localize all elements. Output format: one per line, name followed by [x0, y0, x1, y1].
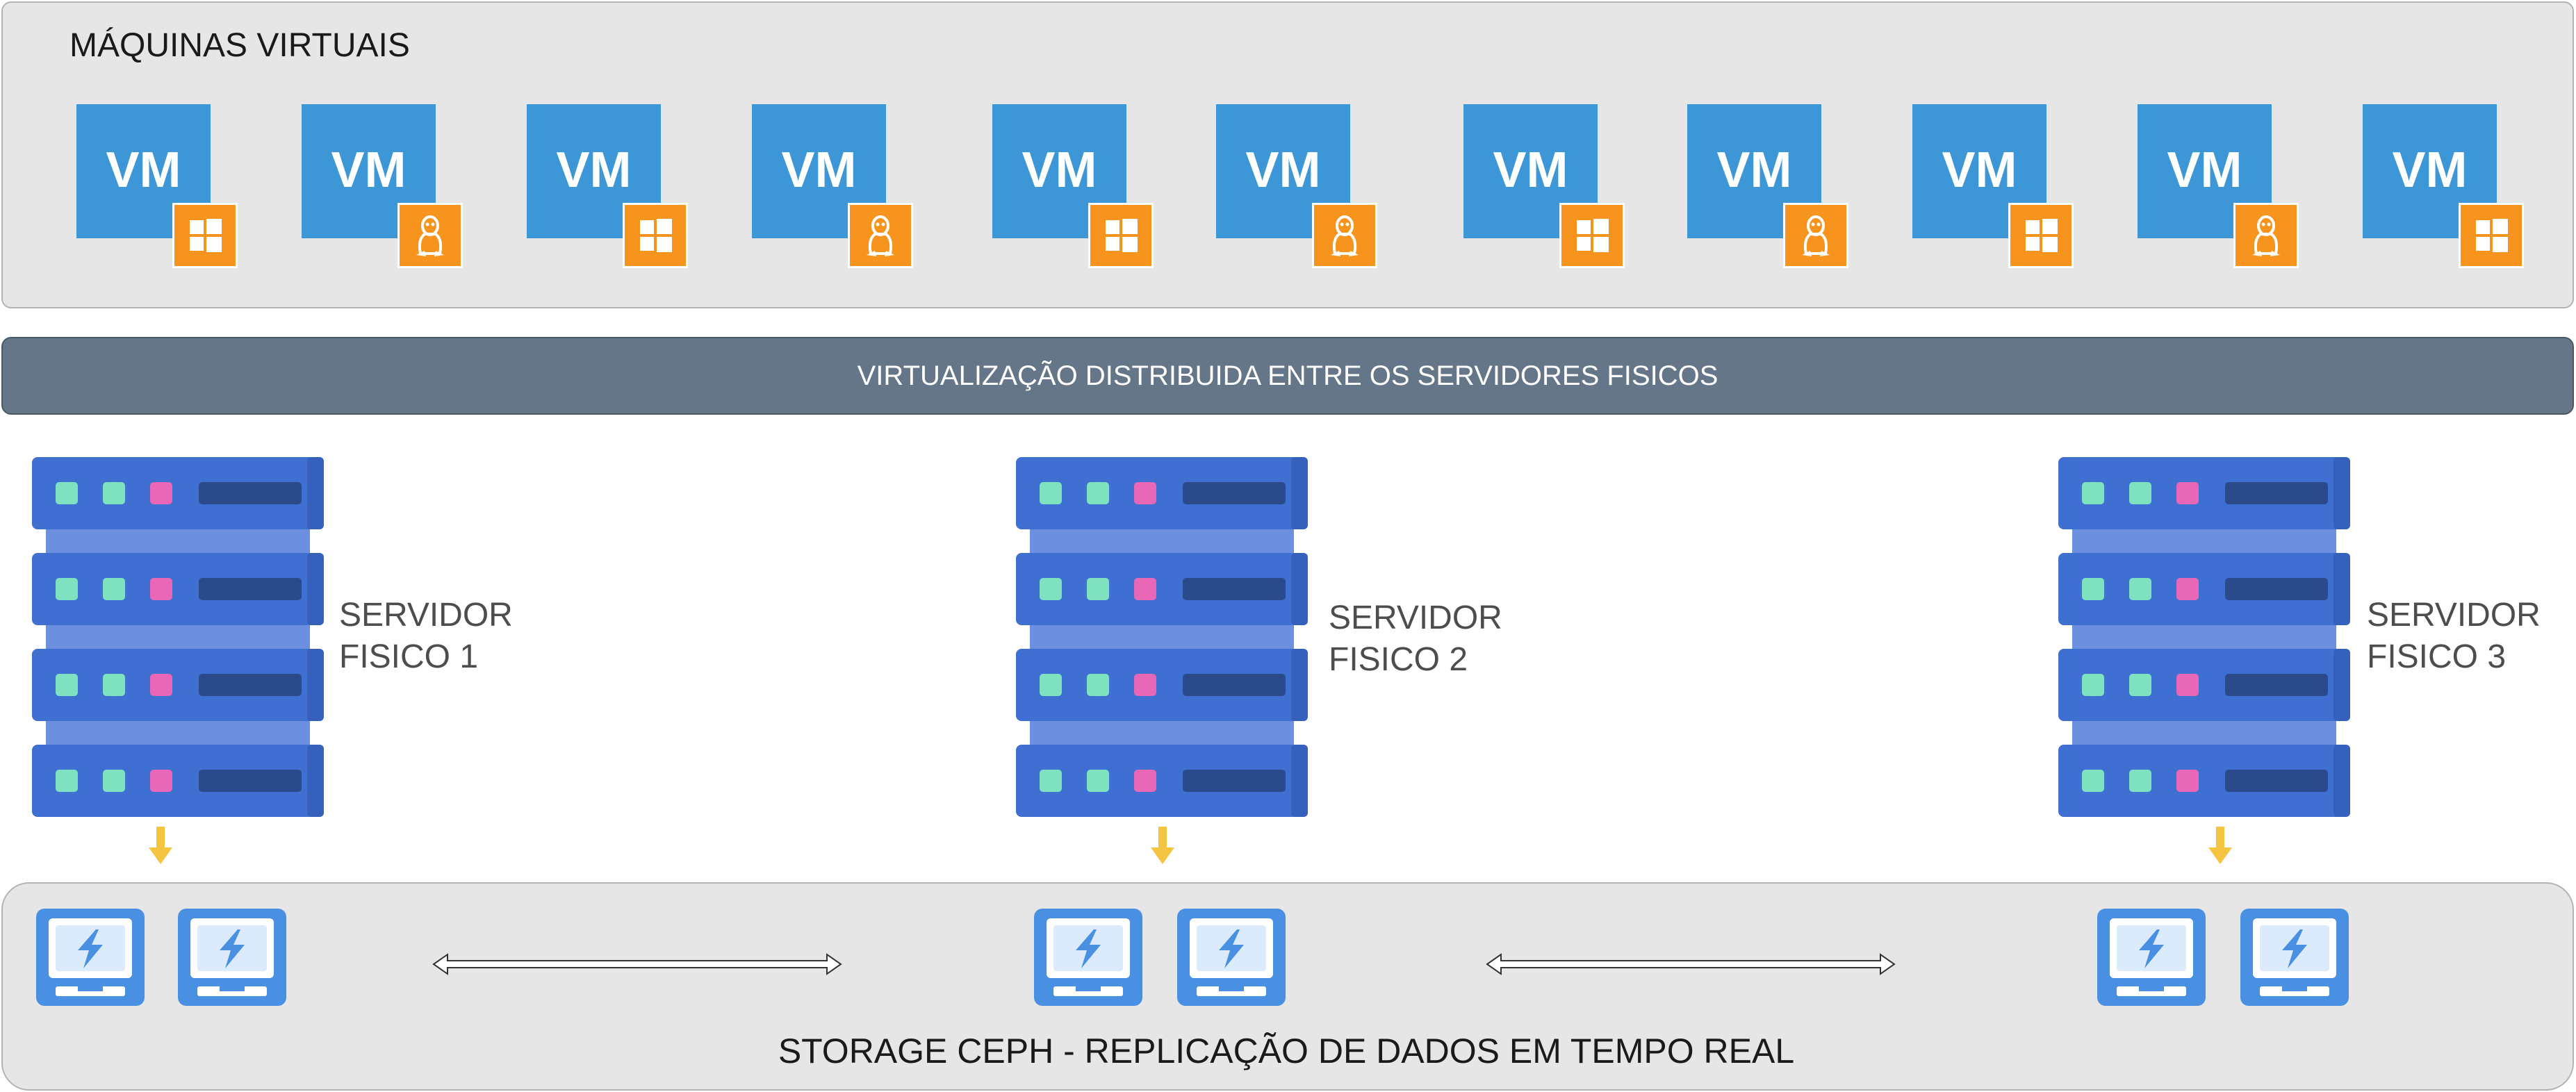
vm-10: VM	[2131, 104, 2304, 270]
vm-label: VM	[2392, 142, 2468, 198]
storage-title: STORAGE CEPH - REPLICAÇÃO DE DADOS EM TE…	[778, 1032, 1795, 1070]
vm-9: VM	[1905, 104, 2079, 270]
virtualization-bar: VIRTUALIZAÇÃO DISTRIBUIDA ENTRE OS SERVI…	[1, 337, 2574, 415]
server-1-label: SERVIDOR FISICO 1	[339, 597, 513, 675]
linux-icon	[2233, 203, 2299, 268]
vm-8: VM	[1680, 104, 1854, 270]
down-arrow-icon	[149, 827, 172, 864]
vm-4: VM	[745, 104, 919, 270]
windows-icon	[623, 203, 688, 268]
linux-icon	[848, 203, 913, 268]
server-2-label: SERVIDOR FISICO 2	[1329, 599, 1502, 678]
down-arrow-icon	[1151, 827, 1174, 864]
vm-3: VM	[520, 104, 694, 270]
vm-11: VM	[2356, 104, 2529, 270]
vm-label: VM	[781, 142, 857, 198]
ssd-drive-icon	[2240, 909, 2349, 1006]
vm-label: VM	[106, 142, 181, 198]
vm-label: VM	[1245, 142, 1321, 198]
vm-7: VM	[1457, 104, 1630, 270]
vm-1: VM	[69, 104, 243, 270]
vm-6: VM	[1209, 104, 1383, 270]
bidirectional-arrow-icon	[432, 953, 842, 975]
server-3-label: SERVIDOR FISICO 3	[2367, 597, 2541, 675]
vm-5: VM	[985, 104, 1159, 270]
linux-icon	[1312, 203, 1377, 268]
linux-icon	[1783, 203, 1848, 268]
server-3	[2058, 457, 2350, 817]
ssd-drive-icon	[2097, 909, 2206, 1006]
vm-label: VM	[1716, 142, 1792, 198]
ssd-drive-icon	[1177, 909, 1286, 1006]
vm-2: VM	[295, 104, 468, 270]
windows-icon	[1559, 203, 1625, 268]
down-arrow-icon	[2208, 827, 2232, 864]
server-2	[1016, 457, 1308, 817]
server-1	[32, 457, 324, 817]
ssd-drive-icon	[36, 909, 145, 1006]
windows-icon	[2459, 203, 2524, 268]
windows-icon	[1088, 203, 1154, 268]
linux-icon	[397, 203, 463, 268]
vm-label: VM	[331, 142, 407, 198]
vm-label: VM	[1493, 142, 1568, 198]
windows-icon	[172, 203, 238, 268]
ssd-drive-icon	[1034, 909, 1142, 1006]
vm-label: VM	[2167, 142, 2242, 198]
windows-icon	[2008, 203, 2074, 268]
bidirectional-arrow-icon	[1486, 953, 1896, 975]
vm-label: VM	[1022, 142, 1097, 198]
vm-label: VM	[1942, 142, 2017, 198]
vm-label: VM	[556, 142, 632, 198]
ssd-drive-icon	[178, 909, 286, 1006]
virtual-machines-title: MÁQUINAS VIRTUAIS	[69, 27, 410, 64]
